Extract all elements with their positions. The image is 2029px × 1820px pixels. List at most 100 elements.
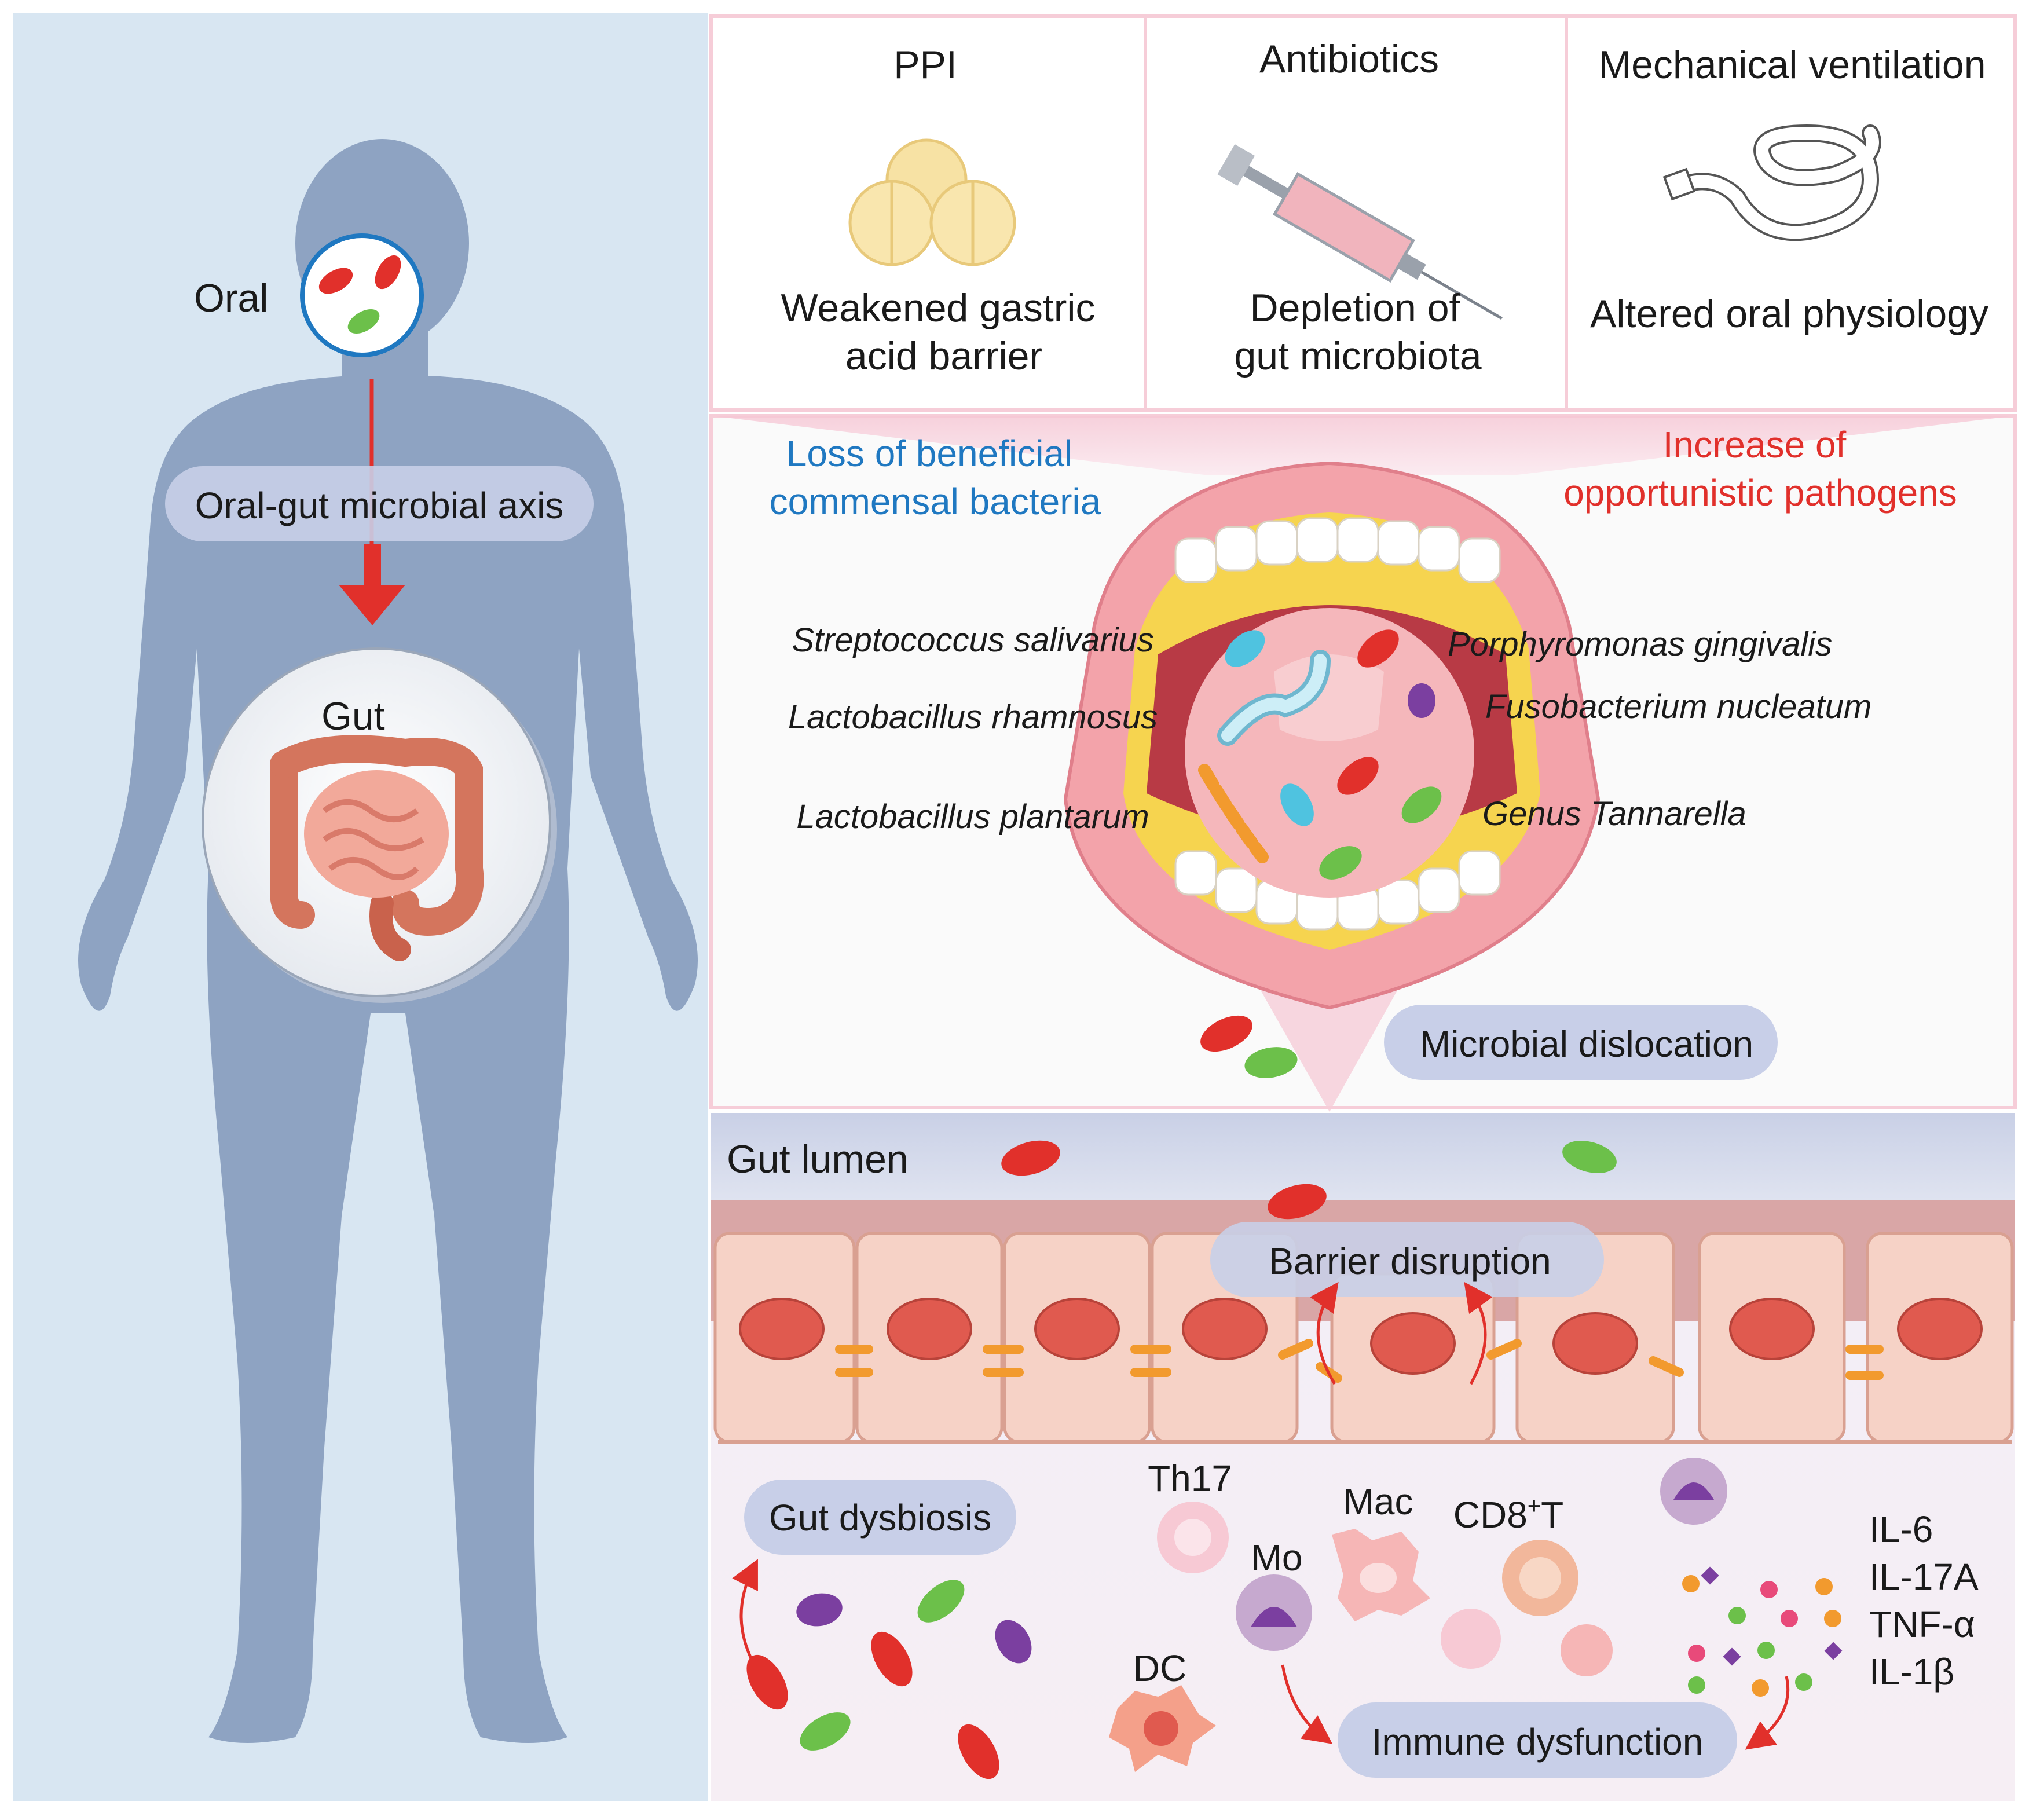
red-bacterium-icon (1357, 629, 1399, 668)
species-pathogen-3: Genus Tannarella (1482, 795, 1746, 833)
green-bacterium-icon (1401, 786, 1442, 823)
cd8-sup: + (1528, 1493, 1541, 1519)
orange-chain-bacterium-icon (1198, 764, 1269, 863)
cytokine-il6: IL-6 (1869, 1508, 1933, 1550)
nuclei (739, 1298, 1983, 1375)
gut-label: Gut (321, 694, 385, 738)
neutrophil-icon (1660, 1458, 1727, 1525)
risk-factor-panel: PPI Weakened gastric acid barrier Antibi… (709, 14, 2017, 412)
barrier-arrow-right (1464, 1281, 1493, 1385)
dysbiosis-label: Gut dysbiosis (769, 1497, 991, 1539)
immune-label: Immune dysfunction (1372, 1721, 1704, 1763)
loss-line2: commensal bacteria (770, 481, 1101, 522)
syringe-icon (1217, 144, 1503, 320)
immune-arrow-right (1745, 1676, 1790, 1750)
cd8-t-cell-icon (1502, 1540, 1578, 1616)
green-bacterium-icon (1319, 846, 1362, 880)
species-pathogen-1: Porphyromonas gingivalis (1448, 625, 1832, 663)
blue-rod-bacterium-icon (1217, 650, 1331, 746)
cytokine-tnfa: TNF-α (1869, 1603, 1975, 1645)
cd8-tail: T (1541, 1494, 1563, 1536)
red-bacterium-icon (746, 1654, 788, 1710)
red-bacterium-icon (318, 268, 353, 294)
red-bacterium-icon (1337, 757, 1379, 795)
antibiotics-effect-line2: gut microbiota (1234, 334, 1481, 378)
funnel-top (711, 416, 2015, 475)
red-bacterium-icon (1001, 1140, 1060, 1176)
cytokine-il1b: IL-1β (1869, 1651, 1954, 1693)
oral-inset (300, 233, 424, 357)
dc-label: DC (1133, 1647, 1186, 1689)
antibiotics-effect-line1: Depletion of (1250, 286, 1460, 330)
loss-line1: Loss of beneficial (786, 433, 1073, 474)
green-bacterium-icon (1244, 1047, 1298, 1078)
species-beneficial-2: Lactobacillus rhamnosus (788, 698, 1158, 736)
mac-label: Mac (1343, 1481, 1413, 1522)
antibiotics-title: Antibiotics (1259, 37, 1439, 81)
immune-pill (1338, 1702, 1737, 1778)
mo-label: Mo (1251, 1537, 1303, 1579)
small-macrophage-icon (1561, 1624, 1613, 1676)
gut-panel: Gut lumen (711, 1113, 2015, 1801)
axis-pill (165, 466, 594, 541)
oral-cavity-panel: Loss of beneficial commensal bacteria In… (709, 414, 2017, 1112)
gut-inset (202, 647, 557, 1003)
mouth-icon (1063, 461, 1601, 1010)
small-cell-icon (1441, 1609, 1501, 1669)
axis-label: Oral-gut microbial axis (195, 485, 564, 526)
dendritic-cell-icon (1109, 1685, 1216, 1772)
teeth-icon (1174, 517, 1501, 931)
species-beneficial-1: Streptococcus salivarius (792, 621, 1153, 659)
red-bacterium-icon (958, 1724, 999, 1779)
green-bacterium-icon (1562, 1140, 1617, 1174)
species-pathogen-2: Fusobacterium nucleatum (1485, 688, 1871, 726)
purple-bacterium-icon (796, 1593, 843, 1627)
ventilator-tube-icon (1662, 124, 1881, 241)
dislocation-pill (1384, 1005, 1778, 1080)
ppi-effect-line2: acid barrier (845, 334, 1042, 378)
species-beneficial-3: Lactobacillus plantarum (796, 798, 1149, 836)
funnel-bottom (1251, 973, 1407, 1112)
dysbiosis-arrow (732, 1559, 758, 1663)
intestine-icon (270, 735, 484, 961)
gut-lumen-label: Gut lumen (727, 1137, 909, 1181)
cd8-main: CD8 (1453, 1494, 1528, 1536)
th17-label: Th17 (1148, 1458, 1232, 1499)
pill-tablets-icon (848, 138, 1016, 266)
oral-label: Oral (194, 276, 268, 320)
body-panel: Oral Oral-gut microbial axis Gut (13, 13, 708, 1801)
increase-line2: opportunistic pathogens (1563, 472, 1957, 514)
ppi-title: PPI (893, 43, 957, 87)
down-arrow-icon (339, 544, 405, 625)
green-bacterium-icon (800, 1712, 851, 1751)
tight-junctions (835, 1339, 1884, 1383)
cyan-bacterium-icon (1280, 783, 1314, 826)
cytokine-il17a: IL-17A (1869, 1556, 1979, 1598)
cyan-bacterium-icon (1225, 630, 1265, 667)
cytokine-particles (1682, 1566, 1843, 1697)
ppi-effect-line1: Weakened gastric (781, 286, 1095, 330)
purple-bacterium-icon (1408, 683, 1435, 718)
red-bacterium-icon (1200, 1015, 1252, 1052)
cd8-label: CD8+T (1453, 1493, 1563, 1536)
green-bacterium-icon (917, 1580, 965, 1623)
dysbiosis-pill (744, 1480, 1016, 1555)
macrophage-icon (1332, 1529, 1430, 1621)
th17-cell-icon (1157, 1502, 1229, 1573)
red-bacterium-icon (871, 1631, 913, 1687)
red-bacterium-icon (375, 255, 401, 290)
dislocation-label: Microbial dislocation (1420, 1023, 1753, 1065)
barrier-label: Barrier disruption (1269, 1240, 1551, 1282)
gut-lumen-band (711, 1113, 2015, 1200)
barrier-arrow-left (1310, 1281, 1339, 1385)
ventilation-title: Mechanical ventilation (1598, 43, 1986, 87)
purple-bacterium-icon (995, 1620, 1032, 1664)
ventilation-effect: Altered oral physiology (1590, 292, 1988, 336)
immune-arrow-left (1281, 1664, 1333, 1744)
monocyte-icon (1236, 1574, 1312, 1651)
increase-line1: Increase of (1663, 424, 1847, 466)
red-bacterium-icon (1268, 1184, 1327, 1220)
tongue-icon (1185, 608, 1474, 898)
green-bacterium-icon (347, 309, 380, 334)
